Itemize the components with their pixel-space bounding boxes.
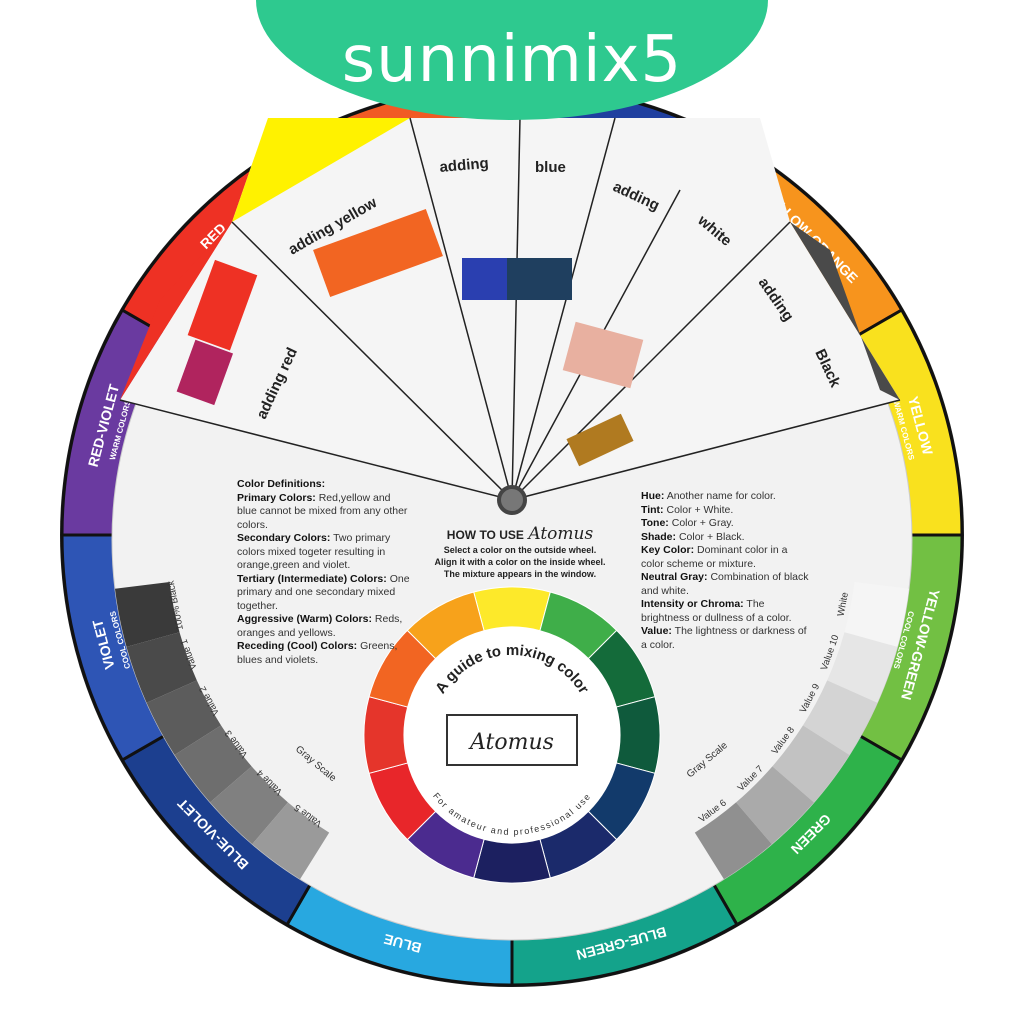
swatch-white-mix — [562, 321, 644, 389]
how-to-use: HOW TO USE Atomus Select a color on the … — [420, 524, 620, 580]
definition-text: Color + White. — [666, 503, 734, 516]
definition-item: Value: The lightness or darkness of a co… — [641, 625, 811, 652]
definition-text: Combination of black and white. — [641, 571, 809, 597]
mixing-window-area — [120, 118, 900, 497]
inner-wheel-segment[interactable] — [615, 696, 661, 774]
definition-text: One primary and one secondary mixed toge… — [237, 572, 410, 612]
definition-item: Receding (Cool) Colors: Greens, blues an… — [237, 640, 412, 667]
definitions-heading: Color Definitions: — [237, 478, 326, 490]
definition-text: Another name for color. — [666, 490, 776, 502]
color-definitions: Color Definitions: Primary Colors: Red,y… — [237, 478, 412, 667]
gray-swatch — [126, 632, 197, 703]
swatch-blue — [462, 258, 507, 300]
definition-item: Hue: Another name for color. — [641, 490, 811, 504]
definition-term: Value: — [641, 625, 672, 637]
definition-text: Red,yellow and blue cannot be mixed from… — [237, 491, 408, 531]
inner-wheel-segment[interactable] — [473, 838, 551, 884]
how-to-line: Select a color on the outside wheel. — [443, 545, 597, 555]
yellow-window — [232, 118, 410, 222]
definition-text: Two primary colors mixed togeter resulti… — [237, 532, 391, 571]
how-to-line: Align it with a color on the inside whee… — [434, 557, 606, 567]
gray-swatch — [772, 725, 850, 803]
definition-item: Aggressive (Warm) Colors: Reds, oranges … — [237, 613, 412, 640]
inner-color-wheel[interactable] — [363, 586, 661, 884]
definition-term: Key Color: — [641, 544, 695, 556]
how-to-title: HOW TO USE — [446, 528, 524, 542]
definition-item: Tint: Color + White. — [641, 504, 811, 518]
how-to-line: The mixture appears in the window. — [443, 569, 597, 579]
swatch-red-mix — [176, 339, 234, 406]
gray-swatch — [210, 766, 288, 845]
inner-wheel-segment[interactable] — [473, 586, 551, 632]
definition-text: Dominant color in a color scheme or mixt… — [641, 544, 788, 570]
gray-swatch — [694, 802, 772, 880]
definition-item: Intensity or Chroma: The brightness or d… — [641, 598, 811, 625]
definition-term: Tint: — [641, 503, 664, 516]
definition-item: Tone: Color + Gray. — [641, 517, 811, 531]
definition-term: Secondary Colors: — [237, 532, 331, 544]
definition-item: Key Color: Dominant color in a color sch… — [641, 544, 811, 571]
gray-swatch — [146, 680, 222, 755]
definition-term: Tone: — [641, 517, 669, 529]
swatch-black-mix — [566, 413, 634, 467]
definition-item: Shade: Color + Black. — [641, 531, 811, 545]
definition-term: Receding (Cool) Colors: — [237, 640, 358, 652]
swatch-red — [187, 259, 258, 351]
definition-text: Reds, oranges and yellows. — [237, 613, 403, 639]
inner-wheel-center — [404, 627, 620, 843]
definition-text: Greens, blues and violets. — [237, 640, 398, 666]
red-window — [120, 222, 232, 400]
gray-swatch — [827, 632, 898, 703]
gray-value-label: White — [836, 591, 851, 617]
definition-term: Intensity or Chroma: — [641, 598, 744, 610]
swatch-yellow-mix — [313, 208, 443, 298]
definition-item: Primary Colors: Red,yellow and blue cann… — [237, 492, 412, 533]
definition-text: The lightness or darkness of a color. — [641, 625, 807, 651]
definition-term: Aggressive (Warm) Colors: — [237, 613, 372, 625]
definition-text: The brightness or dullness of a color. — [641, 598, 792, 624]
definition-item: Tertiary (Intermediate) Colors: One prim… — [237, 573, 412, 614]
gray-swatch — [736, 766, 814, 845]
definition-term: Hue: — [641, 490, 665, 502]
definition-item: Secondary Colors: Two primary colors mix… — [237, 532, 412, 573]
definition-text: Color + Black. — [678, 530, 745, 543]
gray-swatch — [174, 725, 252, 803]
definition-term: Shade: — [641, 530, 677, 543]
gray-swatch — [844, 582, 910, 647]
label-adding: adding — [439, 155, 489, 176]
definition-term: Neutral Gray: — [641, 571, 708, 583]
black-window — [790, 222, 900, 400]
brand-logo: Atomus — [468, 730, 554, 755]
brand-box — [446, 714, 578, 766]
how-to-brand: Atomus — [528, 524, 594, 544]
inner-wheel-segment[interactable] — [363, 696, 409, 774]
gray-swatch — [114, 582, 180, 647]
definition-item: Neutral Gray: Combination of black and w… — [641, 571, 811, 598]
gray-swatch — [802, 680, 878, 755]
term-definitions: Hue: Another name for color.Tint: Color … — [641, 490, 811, 652]
pivot-rivet — [497, 485, 527, 515]
watermark-text: sunnimix5 — [341, 23, 683, 97]
definition-term: Tertiary (Intermediate) Colors: — [237, 572, 387, 585]
definition-text: Color + Gray. — [671, 517, 734, 529]
label-blue: blue — [535, 159, 566, 176]
gray-swatch — [252, 802, 330, 880]
definition-term: Primary Colors: — [237, 491, 316, 504]
